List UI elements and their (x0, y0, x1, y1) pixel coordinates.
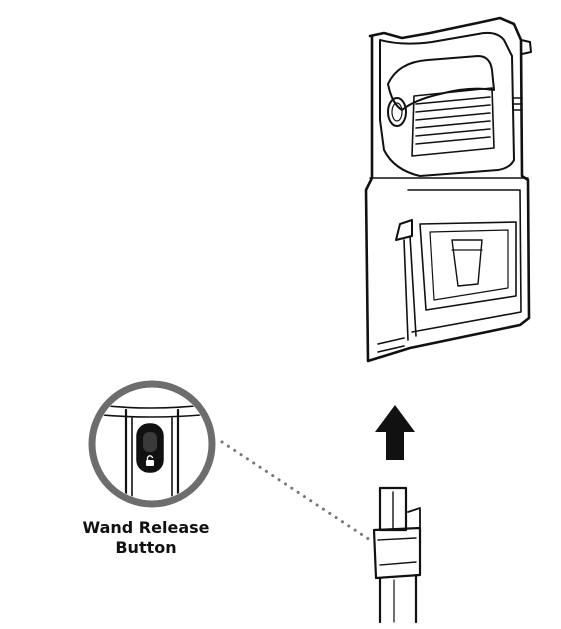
wand-tube (372, 486, 422, 624)
vacuum-body (364, 16, 532, 363)
vent-slats (411, 87, 495, 157)
callout-label: Wand Release Button (58, 518, 234, 558)
dust-window-inner (429, 229, 509, 301)
unlock-icon (146, 455, 154, 466)
power-button (387, 97, 407, 127)
handle-grip-opening (387, 55, 495, 111)
side-indicator-marks (513, 97, 523, 111)
handle-outline (379, 31, 515, 177)
lower-panel (407, 189, 522, 333)
dust-window (419, 221, 517, 311)
callout-label-line2: Button (115, 538, 177, 557)
inner-cup (451, 239, 483, 287)
callout-detail (88, 380, 216, 508)
power-button-inner (391, 102, 403, 122)
callout-leader-line (220, 440, 372, 542)
release-lever (395, 219, 413, 241)
callout-label-line1: Wand Release (82, 518, 210, 537)
body-right-tab (520, 39, 532, 55)
arrow-up-icon (375, 405, 415, 460)
wand-socket (377, 337, 405, 353)
